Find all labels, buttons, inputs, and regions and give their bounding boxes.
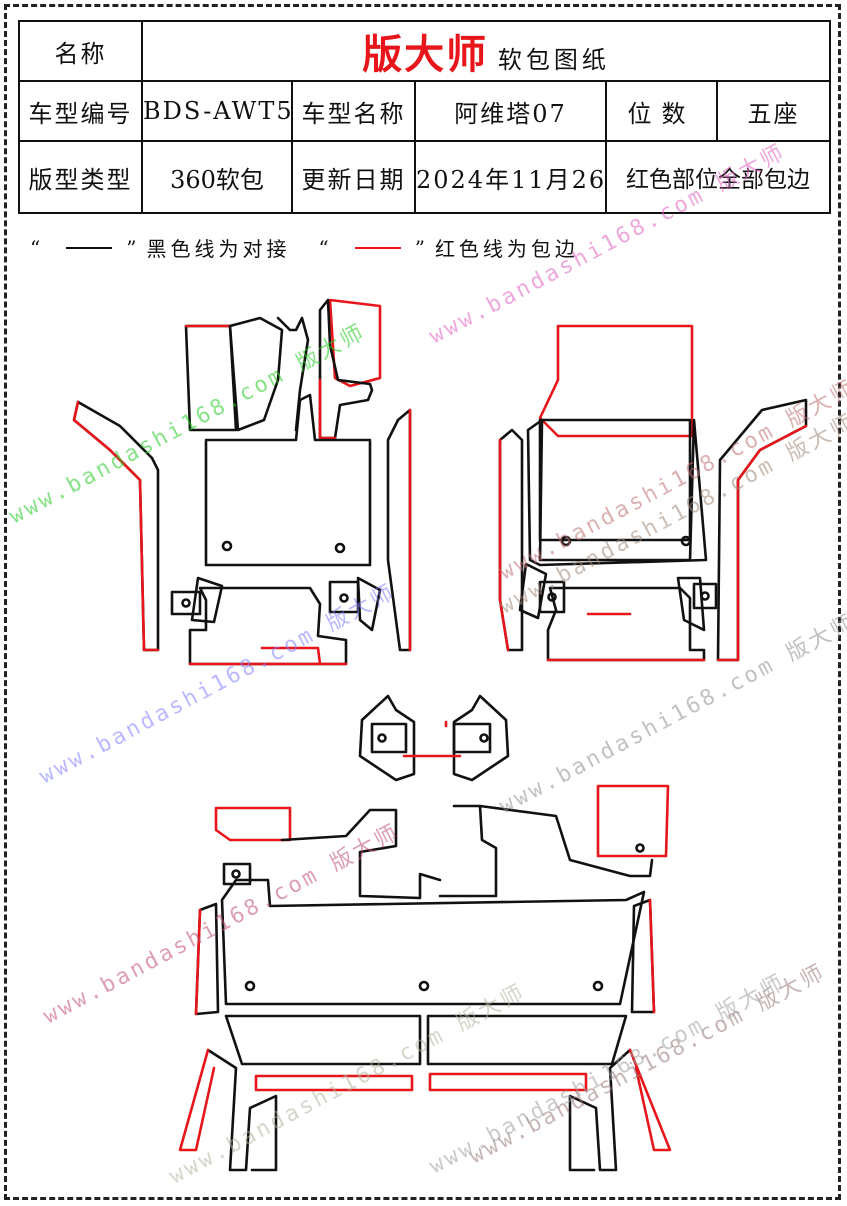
legend-close-quote: ” <box>126 235 141 260</box>
legend-red-text: 红色线为包边 <box>434 237 579 261</box>
rear-main-mat <box>220 862 646 1006</box>
update-date-value: 2024年11月26日 <box>414 140 607 214</box>
legend-open-quote-2: “ <box>318 235 333 260</box>
legend-black-text: 黑色线为对接 <box>146 237 291 261</box>
driver-right-sill <box>386 408 412 652</box>
line-legend: “ ” 黑色线为对接 “ ” 红色线为包边 <box>30 233 579 262</box>
seats-value: 五座 <box>715 80 832 142</box>
title-cell: 版大师 软包图纸 <box>140 20 832 82</box>
rear-right-door-sill <box>568 1048 672 1172</box>
hem-note: 红色部位全部包边 <box>604 140 832 214</box>
legend-red-line <box>354 246 401 249</box>
passenger-floor-mat <box>526 418 708 567</box>
legend-close-quote-2: ” <box>414 235 429 260</box>
console-left-piece <box>358 694 416 782</box>
driver-left-side-panel <box>72 400 160 652</box>
driver-bottom-mat <box>170 576 382 666</box>
model-code-label: 车型编号 <box>18 80 143 142</box>
info-table: 名称 版大师 软包图纸 车型编号 BDS-AWT5131S 车型名称 阿维塔07… <box>18 20 832 214</box>
driver-pillar-piece <box>184 324 238 432</box>
pattern-type-value: 360软包 <box>141 140 293 214</box>
brand-subtitle: 软包图纸 <box>497 46 610 74</box>
name-label: 名称 <box>18 20 143 82</box>
pattern-type-label: 版型类型 <box>18 140 143 214</box>
rear-left-footwell <box>214 806 442 900</box>
rear-left-side-strip <box>194 902 220 1016</box>
passenger-right-side-panel <box>716 398 808 662</box>
model-name-label: 车型名称 <box>291 80 416 142</box>
driver-floor-mat <box>204 393 372 567</box>
rear-seat-left-panel <box>224 1014 422 1092</box>
rear-seat-right-panel <box>426 1014 628 1092</box>
driver-a-pillar-piece <box>318 298 382 440</box>
legend-black-line <box>66 246 113 249</box>
rear-right-footwell <box>438 784 670 898</box>
passenger-bottom-mat <box>518 562 718 662</box>
console-right-piece <box>402 694 510 782</box>
rear-left-door-sill <box>178 1048 278 1172</box>
legend-open-quote: “ <box>30 235 45 260</box>
model-name-value: 阿维塔07 <box>414 80 607 142</box>
passenger-left-sill <box>498 428 524 652</box>
update-date-label: 更新日期 <box>291 140 416 214</box>
rear-right-side-strip <box>630 898 656 1014</box>
model-code-value: BDS-AWT5131S <box>141 80 293 142</box>
seats-label: 位数 <box>605 80 718 142</box>
brand-title: 版大师 <box>362 31 489 78</box>
page-frame <box>4 4 841 1200</box>
driver-tunnel-piece <box>228 316 310 432</box>
